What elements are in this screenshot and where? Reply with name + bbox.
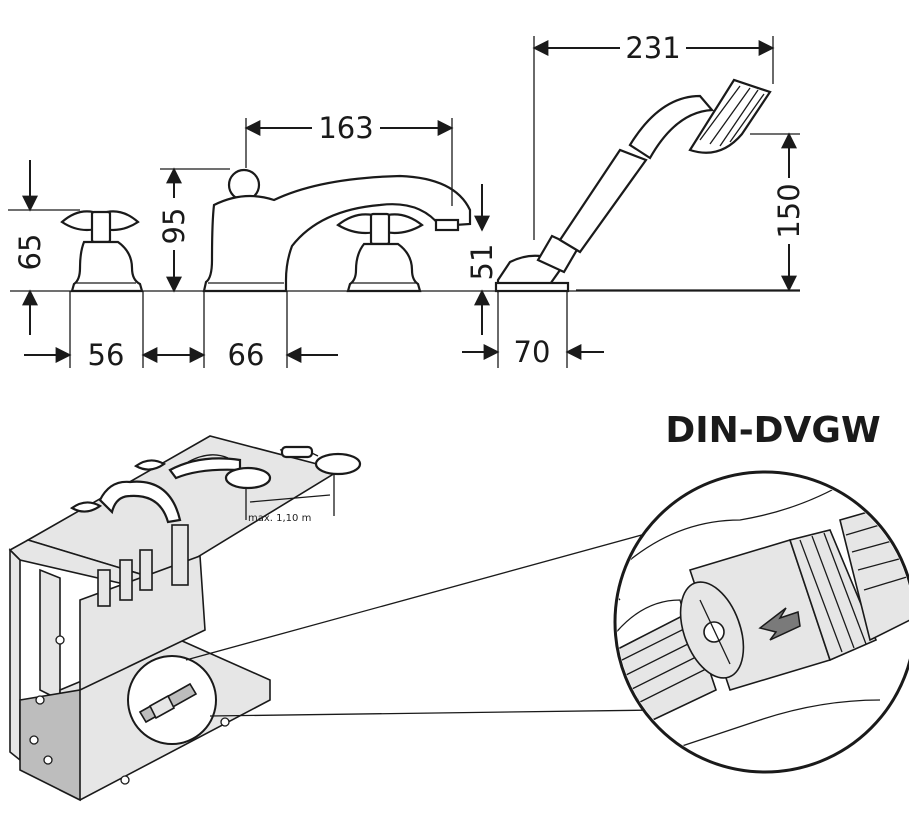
dimension-231: 231 <box>625 31 680 65</box>
bath-spout <box>202 168 472 293</box>
faucet-elevation-drawing: 231 163 150 95 65 51 56 66 70 <box>8 31 806 372</box>
dimension-95: 95 <box>157 208 191 245</box>
flow-direction-arrow-icon <box>758 607 801 641</box>
left-valve-handle <box>60 210 144 293</box>
hand-shower <box>494 78 772 293</box>
certification-label: DIN-DVGW <box>665 410 880 451</box>
dimension-70: 70 <box>514 335 551 369</box>
installation-box-illustration: max. 1,10 m <box>8 435 362 802</box>
dimension-51: 51 <box>465 244 499 281</box>
dimension-163: 163 <box>318 111 373 145</box>
magnified-detail <box>613 470 909 774</box>
dimension-56: 56 <box>88 338 125 372</box>
dimension-65: 65 <box>13 234 47 271</box>
hose-length-label: max. 1,10 m <box>248 513 311 524</box>
dimension-66: 66 <box>228 338 265 372</box>
dimension-150: 150 <box>772 183 806 238</box>
right-valve-handle <box>336 212 424 293</box>
